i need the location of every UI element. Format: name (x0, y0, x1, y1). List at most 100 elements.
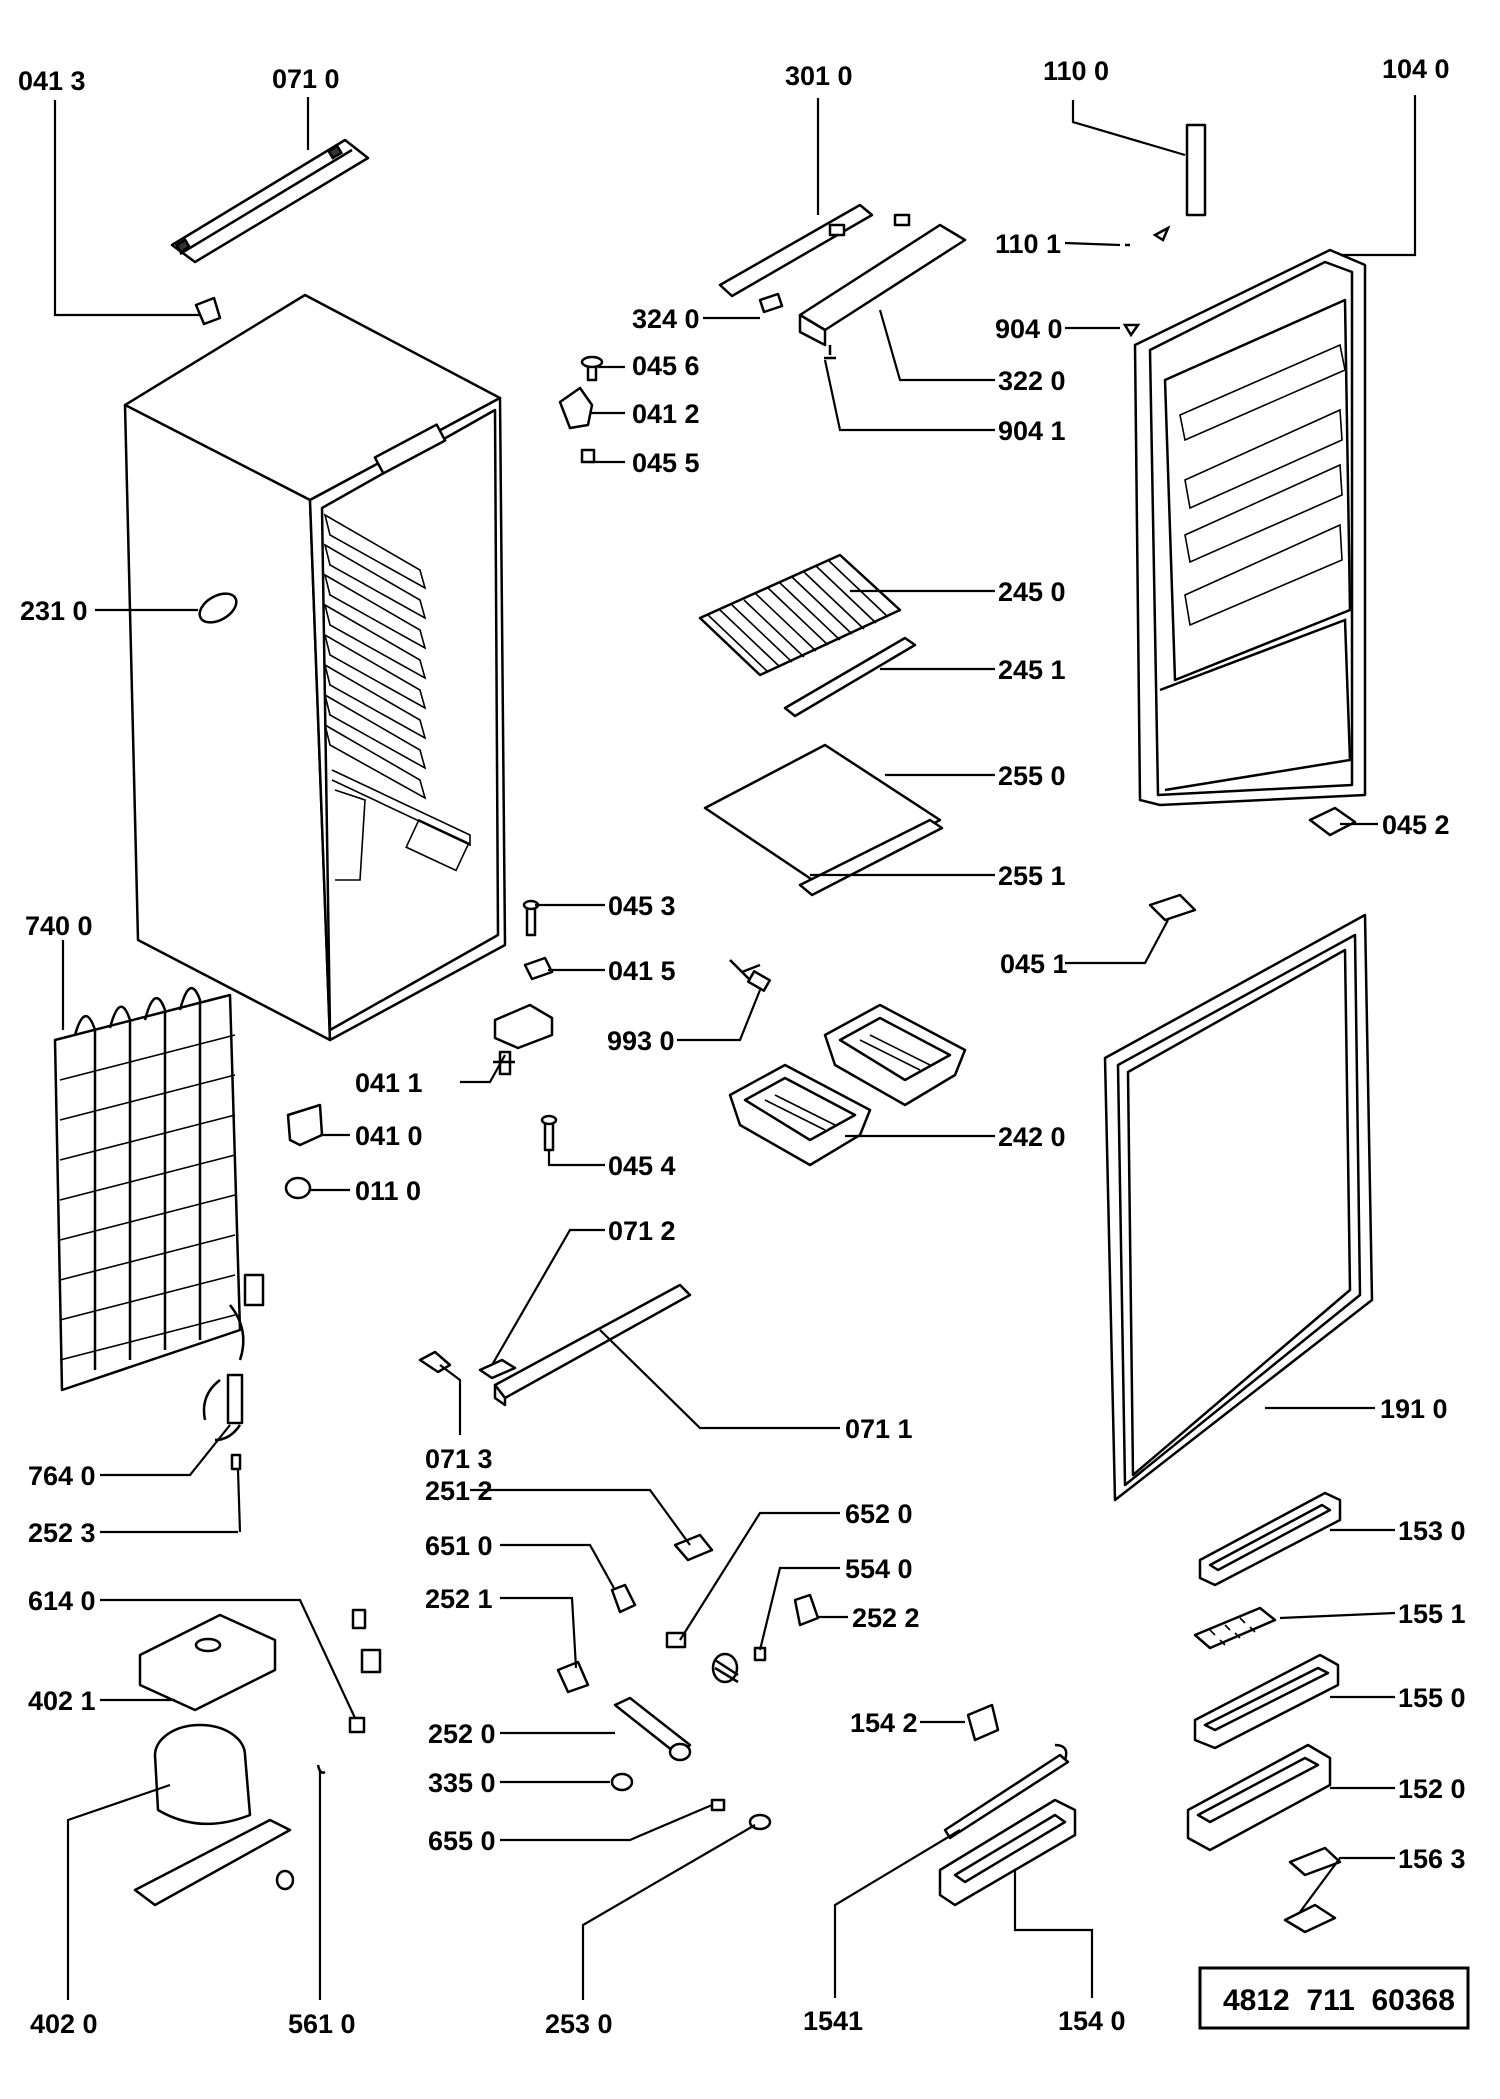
drier-filter (202, 1373, 244, 1471)
part-label-2551: 255 1 (998, 861, 1066, 891)
door-balcony-upper (1186, 1743, 1332, 1852)
thermostat-knob (610, 1583, 637, 1614)
part-label-4021: 402 1 (28, 1686, 96, 1716)
lamp-socket (665, 1631, 687, 1649)
part-label-6510: 651 0 (425, 1531, 493, 1561)
part-label-2523: 252 3 (28, 1518, 96, 1548)
part-label-3010: 301 0 (785, 61, 853, 91)
bottle-stop-clip (1283, 1903, 1337, 1934)
foot (284, 1176, 312, 1200)
leader-lines (53, 95, 1417, 2000)
part-label-0711: 071 1 (845, 1414, 913, 1444)
part-label-1101: 110 1 (995, 229, 1061, 259)
drawing-code-box: 4812 711 60368 (1198, 1966, 1470, 2030)
part-label-0412: 041 2 (632, 399, 700, 429)
hinge-bracket-right (1308, 806, 1357, 837)
part-label-1540: 154 0 (1058, 2006, 1126, 2036)
door-balcony-lower (938, 1743, 1077, 1907)
part-label-9041: 904 1 (998, 416, 1066, 446)
part-label-1541: 1541 (803, 2006, 863, 2036)
lamp-housing (718, 203, 967, 360)
freezer-door (1133, 248, 1367, 807)
part-label-1040: 104 0 (1382, 54, 1450, 84)
terminal-c (348, 1716, 366, 1734)
part-label-1530: 153 0 (1398, 1516, 1466, 1546)
part-label-0411: 041 1 (355, 1068, 423, 1098)
drawing-code: 4812 711 60368 (1223, 1984, 1455, 2017)
part-label-2420: 242 0 (998, 1122, 1066, 1152)
part-label-3240: 324 0 (632, 304, 700, 334)
part-label-0713: 071 3 (425, 1444, 493, 1474)
part-label-2512: 251 2 (425, 1476, 493, 1506)
hinge-block (1148, 893, 1197, 922)
part-label-1910: 191 0 (1380, 1394, 1448, 1424)
part-label-0712: 071 2 (608, 1216, 676, 1246)
hinge-bracket-lower (286, 1103, 324, 1147)
bottle-stop (1288, 1846, 1342, 1877)
part-label-0415: 041 5 (608, 956, 676, 986)
lamp (710, 1798, 726, 1812)
washer (610, 1772, 634, 1792)
part-label-3220: 322 0 (998, 366, 1066, 396)
part-label-0453: 045 3 (608, 891, 676, 921)
relay-bracket (673, 1533, 714, 1562)
door-gasket (1103, 913, 1374, 1502)
part-label-0710: 071 0 (272, 64, 340, 94)
spring (711, 1646, 767, 1684)
relay (556, 1660, 590, 1694)
part-label-6520: 652 0 (845, 1499, 913, 1529)
part-label-2451: 245 1 (998, 655, 1066, 685)
part-label-4020: 402 0 (30, 2009, 98, 2039)
part-label-1551: 155 1 (1398, 1599, 1466, 1629)
condenser (53, 987, 265, 1392)
part-label-0413: 041 3 (18, 66, 86, 96)
egg-rack (1193, 1653, 1340, 1750)
crisper-baskets (728, 1003, 967, 1167)
part-label-1100: 110 0 (1043, 56, 1109, 86)
part-label-0110: 011 0 (355, 1176, 421, 1206)
part-label-1520: 152 0 (1398, 1774, 1466, 1804)
part-label-2530: 253 0 (545, 2009, 613, 2039)
thermostat (729, 959, 772, 992)
part-label-5540: 554 0 (845, 1554, 913, 1584)
part-label-9040: 904 0 (995, 314, 1063, 344)
part-label-1542: 154 2 (850, 1708, 918, 1738)
part-label-6550: 655 0 (428, 1826, 496, 1856)
part-label-2450: 245 0 (998, 577, 1066, 607)
part-label-2550: 255 0 (998, 761, 1066, 791)
part-label-0456: 045 6 (632, 351, 700, 381)
lower-pin (540, 1114, 558, 1152)
part-label-9930: 993 0 (607, 1026, 675, 1056)
terminal-a (351, 1608, 367, 1630)
part-label-0454: 045 4 (608, 1151, 676, 1181)
capacitor-clip (793, 1593, 820, 1627)
part-drawings (53, 123, 1374, 1934)
part-label-6140: 614 0 (28, 1586, 96, 1616)
hinge-cap-top (194, 296, 222, 326)
top-hinge (1122, 123, 1207, 338)
part-labels: 041 3 071 0 301 0 110 0 104 0 110 1 324 … (18, 54, 1466, 2039)
part-label-1550: 155 0 (1398, 1683, 1466, 1713)
dairy-compartment (1198, 1491, 1342, 1587)
part-label-0451: 045 1 (1000, 949, 1068, 979)
bottom-rail (478, 1283, 692, 1407)
middle-hinge-plate (523, 956, 554, 981)
part-label-2522: 252 2 (852, 1603, 920, 1633)
part-label-2520: 252 0 (428, 1719, 496, 1749)
glass-shelf (703, 743, 944, 897)
wire-shelf (698, 553, 917, 718)
part-label-7640: 764 0 (28, 1461, 96, 1491)
terminal-b (360, 1648, 382, 1674)
part-label-1563: 156 3 (1398, 1844, 1466, 1874)
compressor (133, 1613, 326, 1907)
part-label-0410: 041 0 (355, 1121, 423, 1151)
middle-hinge (493, 1003, 554, 1076)
part-label-0452: 045 2 (1382, 810, 1450, 840)
part-label-7400: 740 0 (25, 911, 93, 941)
hinge-parts-top (558, 355, 604, 464)
part-label-0455: 045 5 (632, 448, 700, 478)
cabinet (123, 293, 507, 1042)
thermostat-bracket (613, 1696, 692, 1762)
top-cover-strip (170, 138, 370, 264)
